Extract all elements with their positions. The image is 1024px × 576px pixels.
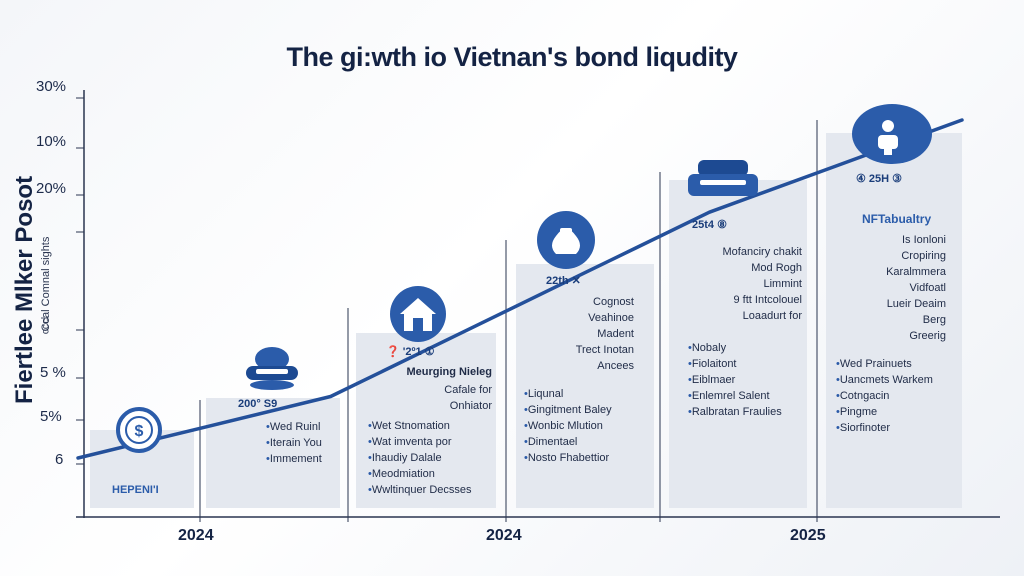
y-tick-label: 6 xyxy=(55,451,64,468)
stage-5-bullet: Ralbratan Fraulies xyxy=(688,406,782,418)
money-bag-icon xyxy=(537,211,595,269)
stage-5-bullet: Fiolaitont xyxy=(688,358,737,370)
stage-3-bullet: Wat imventa por xyxy=(368,436,452,448)
stage-6-bullet: Cotngacin xyxy=(836,390,890,402)
stage-5-line: Mofanciry chakit xyxy=(722,246,802,258)
stage-6-line: Is Ionloni xyxy=(901,234,946,246)
briefcase-icon xyxy=(688,160,758,196)
stage-3-bullet: Wet Stnomation xyxy=(368,420,450,432)
stage-4-bullet: Liqunal xyxy=(524,388,563,400)
stage-panel-4 xyxy=(516,264,654,508)
stage-4-line: Trect Inotan xyxy=(575,344,634,356)
stage-4-line: Madent xyxy=(597,328,634,340)
stage-4-badge: 22th ✕ xyxy=(546,275,581,287)
stage-6-bullet: Pingme xyxy=(836,406,877,418)
stage-6-bullet: Siorfinoter xyxy=(836,422,890,434)
stage-4-bullet: Dimentael xyxy=(524,436,578,448)
stage-4-bullet: Wonbic Mlution xyxy=(524,420,603,432)
stage-4-bullet: Nosto Fhabettior xyxy=(524,452,609,464)
growth-line-series xyxy=(76,118,964,460)
stage-6-line: Berg xyxy=(922,314,946,326)
stage-6-bullet: Uancmets Warkem xyxy=(836,374,933,386)
piggy-bank-icon xyxy=(246,347,298,390)
chart-title: The gi:wth io Vietnan's bond liqudity xyxy=(286,42,738,72)
stage-4-line: Cognost xyxy=(593,296,634,308)
stage-6-line: Lueir Deaim xyxy=(886,298,946,310)
y-tick-label: 30% xyxy=(36,78,67,95)
dollar-coin-icon: $ xyxy=(116,407,162,453)
stage-2-bullet: Immement xyxy=(266,453,322,465)
stage-3-line: Cafale for xyxy=(444,384,492,396)
house-icon xyxy=(390,286,446,342)
stage-2-bullet: Iterain You xyxy=(266,437,322,449)
y-tick-label: 5 % xyxy=(40,364,66,381)
stage-2-badge: 200° S9 xyxy=(238,398,278,410)
stage-4-line: Ancees xyxy=(597,360,634,372)
stage-3-bullet: Ihaudiy Dalale xyxy=(368,452,442,464)
stage-6-line: Karalmmera xyxy=(886,266,946,278)
y-tick-label: 20% xyxy=(36,180,67,197)
stage-5-bullet: Eiblmaer xyxy=(688,374,735,386)
stage-6-badge: ④ 25H ③ xyxy=(856,173,903,185)
stage-6-heading: NFTabualtry xyxy=(862,212,932,226)
stage-3-badge: ❓ '2º1 ① xyxy=(386,346,435,358)
stage-6-line: Vidfoatl xyxy=(909,282,947,294)
x-tick-label: 2024 xyxy=(178,527,214,544)
stage-4-bullet: Gingitment Baley xyxy=(524,404,612,416)
stage-5-badge: 25t4 ⑧ xyxy=(692,219,727,231)
x-tick-label: 2025 xyxy=(790,527,826,544)
stage-3-line: Onhiator xyxy=(449,400,492,412)
stage-6-line: Greerig xyxy=(909,330,946,342)
stage-panel-6 xyxy=(826,133,962,508)
stage-5-line: Mod Rogh xyxy=(751,262,802,274)
stage-6-bullet: Wed Prainuets xyxy=(836,358,912,370)
stage-4-line: Veahinoe xyxy=(588,312,634,324)
stage-2-bullet: Wed Ruinl xyxy=(266,421,321,433)
stage-3-bullet: Meodmiation xyxy=(368,468,435,480)
stage-3-bullet: Wwltinquer Decsses xyxy=(368,484,472,496)
stage-5-bullet: Enlemrel Salent xyxy=(688,390,770,402)
stage-6-line: Cropiring xyxy=(901,250,946,262)
svg-text:$: $ xyxy=(135,423,144,440)
stage-5-bullet: Nobaly xyxy=(688,342,726,354)
y-tick-label: 10% xyxy=(36,133,67,150)
y-tick-label: 5% xyxy=(40,408,62,425)
stage-5-line: Limmint xyxy=(763,278,802,290)
x-tick-label: 2024 xyxy=(486,527,522,544)
stage-3-heading: Meurging Nieleg xyxy=(406,366,492,378)
investor-icon xyxy=(852,104,932,164)
axes xyxy=(76,90,1000,522)
stage-1-badge: HEPENI'I xyxy=(112,484,159,496)
stage-5-line: Loaadurt for xyxy=(742,310,802,322)
stage-5-line: 9 ftt Intcolouel xyxy=(733,294,803,306)
